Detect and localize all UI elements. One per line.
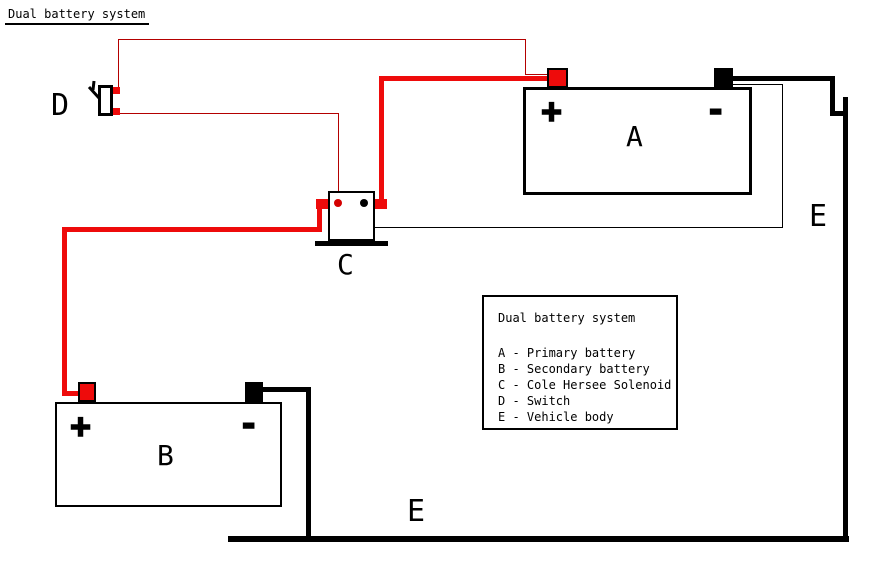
battery-a-positive-terminal bbox=[547, 68, 568, 88]
wire-switch-to-coil-vertical bbox=[338, 113, 339, 203]
wire-a-negative-drop bbox=[830, 76, 835, 116]
solenoid-coil-ground-stud bbox=[360, 199, 368, 207]
wire-switch-top-vertical bbox=[118, 39, 119, 89]
vehicle-body-right-bar bbox=[843, 97, 848, 542]
wire-b-positive-vertical bbox=[62, 227, 67, 396]
wire-switch-to-a-top-horizontal bbox=[118, 39, 526, 40]
page-title-underline bbox=[5, 23, 149, 25]
legend-box: Dual battery system A - Primary battery … bbox=[482, 295, 678, 430]
page-title: Dual battery system bbox=[8, 7, 146, 21]
wire-b-positive-riser bbox=[317, 206, 322, 232]
legend-item-b: B - Secondary battery bbox=[498, 362, 650, 376]
solenoid-right-terminal bbox=[375, 199, 387, 209]
wire-switch-to-a-drop bbox=[525, 39, 526, 75]
solenoid-mounting-base bbox=[315, 241, 388, 246]
wire-coil-ground-vertical bbox=[782, 84, 783, 228]
battery-a-label: A bbox=[626, 120, 643, 153]
vehicle-body-bottom-bar bbox=[228, 536, 849, 542]
battery-a-negative-terminal bbox=[714, 68, 733, 88]
wire-a-negative-horizontal bbox=[733, 76, 835, 81]
switch-bottom-terminal bbox=[113, 108, 120, 115]
battery-a-body bbox=[523, 87, 752, 195]
battery-a-minus-sign: - bbox=[708, 87, 723, 131]
wire-b-negative-drop bbox=[306, 387, 311, 542]
legend-title: Dual battery system bbox=[498, 311, 636, 325]
legend-item-e: E - Vehicle body bbox=[498, 410, 614, 424]
wire-into-b-positive bbox=[62, 391, 80, 396]
wire-coil-ground-horizontal bbox=[364, 227, 783, 228]
switch-lever-icon bbox=[87, 80, 101, 100]
battery-b-positive-terminal bbox=[78, 382, 96, 402]
solenoid-body bbox=[328, 191, 375, 241]
wire-coil-ground-top bbox=[733, 84, 783, 85]
battery-b-negative-terminal bbox=[245, 382, 263, 402]
vehicle-body-right-label: E bbox=[809, 199, 828, 234]
switch-label: D bbox=[51, 88, 70, 123]
wire-a-negative-jog bbox=[830, 111, 848, 116]
legend-item-c: C - Cole Hersee Solenoid bbox=[498, 378, 672, 392]
switch-body bbox=[98, 85, 113, 116]
battery-a-plus-sign: + bbox=[540, 91, 563, 132]
wire-into-a-positive bbox=[525, 74, 549, 75]
legend-item-a: A - Primary battery bbox=[498, 346, 636, 360]
legend-item-d: D - Switch bbox=[498, 394, 571, 408]
wire-switch-to-coil-horizontal bbox=[120, 113, 338, 114]
battery-b-label: B bbox=[157, 439, 174, 472]
wire-b-negative-horizontal bbox=[263, 387, 311, 392]
battery-b-body bbox=[55, 402, 282, 507]
wire-a-positive-horizontal bbox=[380, 76, 548, 81]
solenoid-label: C bbox=[337, 248, 354, 281]
wire-a-positive-vertical bbox=[379, 76, 384, 204]
wire-b-positive-horizontal bbox=[62, 227, 322, 232]
battery-b-minus-sign: - bbox=[241, 401, 256, 445]
switch-top-terminal bbox=[113, 87, 120, 94]
battery-b-plus-sign: + bbox=[69, 406, 92, 447]
solenoid-left-terminal bbox=[316, 199, 328, 209]
solenoid-coil-positive-stud bbox=[334, 199, 342, 207]
vehicle-body-bottom-label: E bbox=[407, 494, 426, 529]
